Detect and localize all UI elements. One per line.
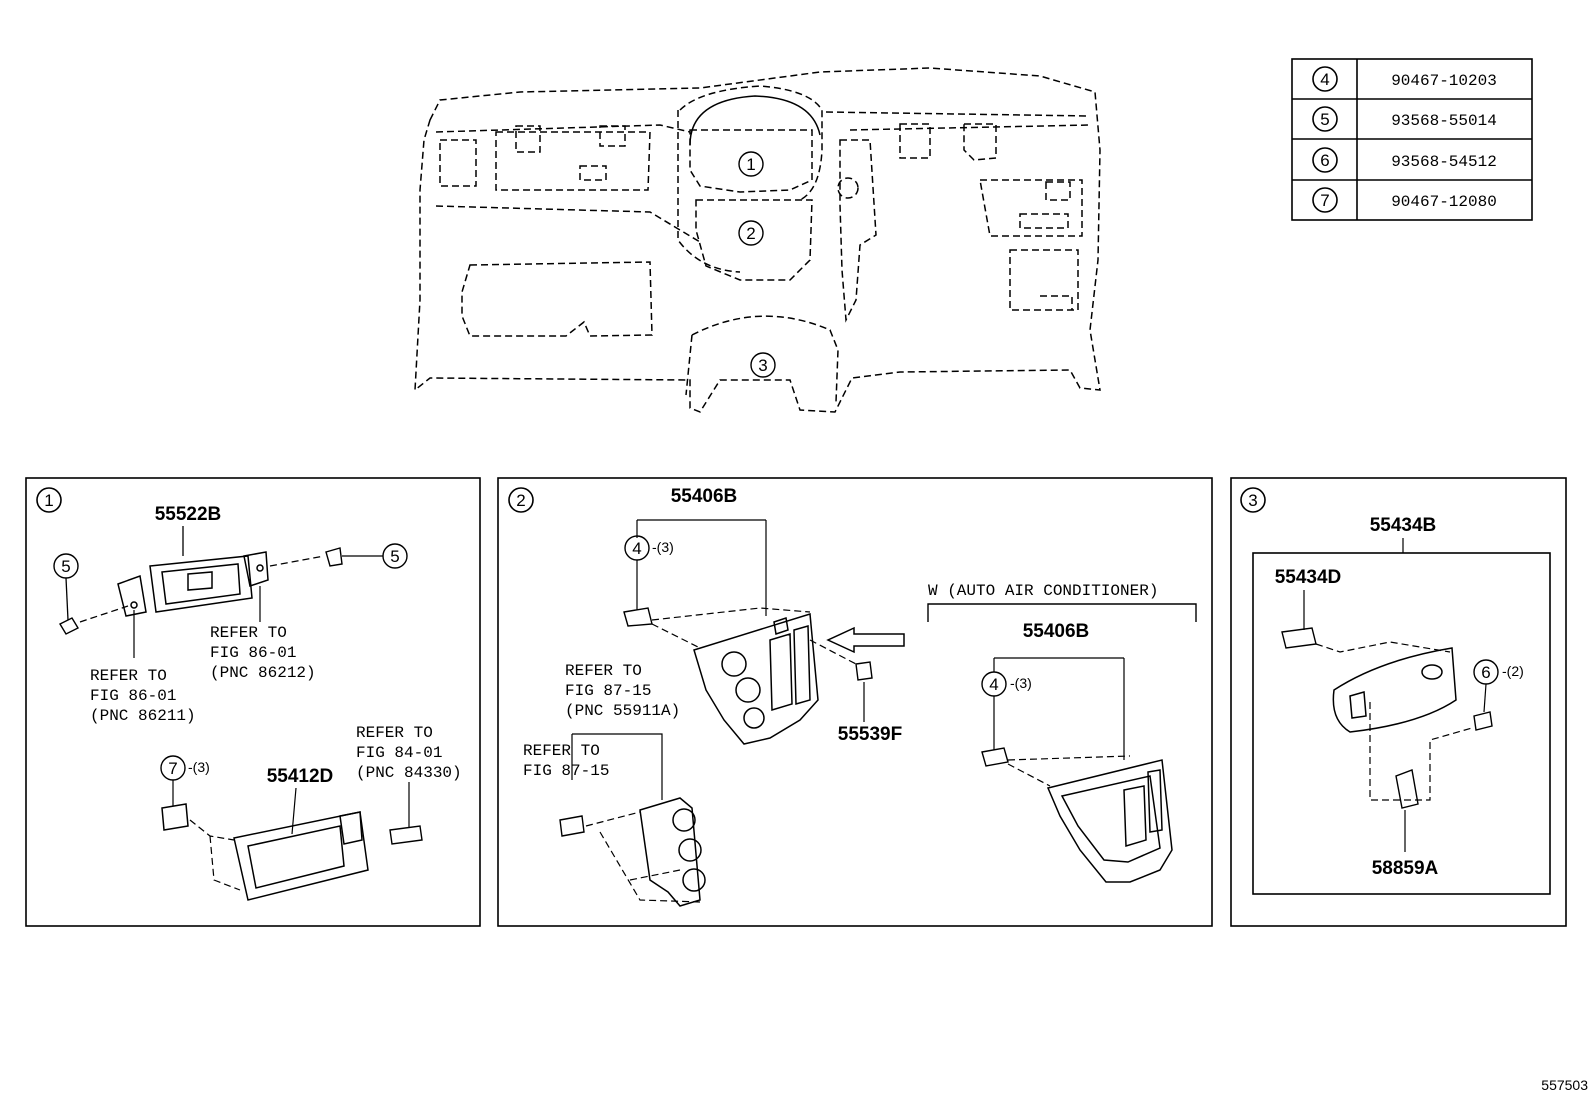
overview-callout-3: 3 [758,356,767,375]
callout-5-left: 5 [61,557,70,576]
qty-4-variant: -(3) [1010,675,1032,691]
overview-callout-1: 1 [746,155,755,174]
qty-7: -(3) [188,759,210,775]
part-label-55406b-variant: 55406B [1023,621,1090,642]
panel-1-frame [25,477,481,927]
refer-84330-line1: REFER TO [356,724,433,742]
callout-5-right: 5 [390,547,399,566]
callout-4-variant: 4 [989,675,998,694]
table-part-no-4: 90467-10203 [1391,72,1497,90]
refer-86212-line3: (PNC 86212) [210,664,316,682]
refer-55911a-line1: REFER TO [565,662,642,680]
callout-7: 7 [168,759,177,778]
table-ref-5: 5 [1320,110,1329,129]
variant-label-auto-ac: W (AUTO AIR CONDITIONER) [928,582,1158,600]
table-ref-6: 6 [1320,151,1329,170]
center-bezel-drawing [693,613,819,745]
table-ref-7: 7 [1320,191,1329,210]
ac-control-drawing [639,797,706,907]
refer-55911a-line3: (PNC 55911A) [565,702,680,720]
panel-3-ref: 3 [1248,491,1257,510]
panel-3-frame [1230,477,1567,927]
callout-4-main: 4 [632,539,641,558]
refer-8715-line1: REFER TO [523,742,600,760]
refer-86211-line3: (PNC 86211) [90,707,196,725]
qty-4-main: -(3) [652,539,674,555]
table-part-no-6: 93568-54512 [1391,153,1497,171]
qty-6: -(2) [1502,663,1524,679]
dashboard-overview [414,67,1101,413]
center-bezel-variant-drawing [1046,759,1173,883]
part-label-55412d: 55412D [267,766,334,787]
fastener-table [1291,58,1533,221]
clip-tray-drawing [161,803,369,901]
refer-86211-line1: REFER TO [90,667,167,685]
refer-86212-line1: REFER TO [210,624,287,642]
refer-55911a-line2: FIG 87-15 [565,682,651,700]
part-label-55406b-main: 55406B [671,486,738,507]
table-part-no-7: 90467-12080 [1391,193,1497,211]
part-label-58859a: 58859A [1372,858,1439,879]
refer-86212-line2: FIG 86-01 [210,644,296,662]
panel-1-ref: 1 [44,491,53,510]
refer-8715-line2: FIG 87-15 [523,762,609,780]
panel-2-ref: 2 [516,491,525,510]
part-label-55434d: 55434D [1275,567,1342,588]
refer-84330-line2: FIG 84-01 [356,744,442,762]
panel-2-frame [497,477,1213,927]
table-ref-4: 4 [1320,70,1329,89]
overview-callout-2: 2 [746,224,755,243]
figure-id: 557503 [1541,1077,1588,1093]
refer-84330-line3: (PNC 84330) [356,764,462,782]
lower-garnish-drawing [1332,647,1457,733]
part-label-55539f: 55539F [838,724,902,745]
refer-86211-line2: FIG 86-01 [90,687,176,705]
callout-6: 6 [1481,663,1490,682]
display-unit-drawing [117,551,269,617]
part-label-55522b: 55522B [155,504,222,525]
part-label-55434b: 55434B [1370,515,1437,536]
table-part-no-5: 93568-55014 [1391,112,1497,130]
